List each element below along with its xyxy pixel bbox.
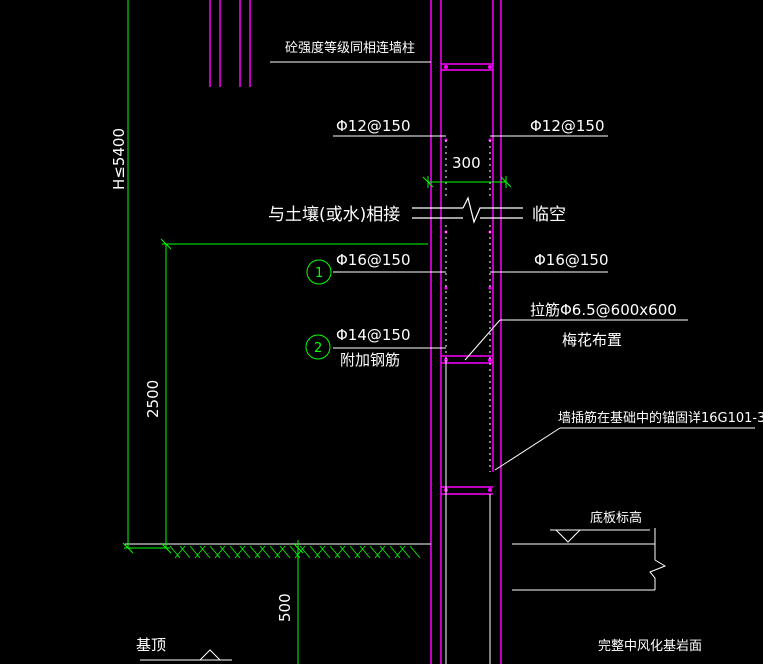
ground-hatch-pattern	[169, 545, 421, 559]
marker-circles	[305, 259, 332, 360]
slab-bottom-level: 底板标高	[590, 510, 642, 526]
dimension-lines	[122, 0, 512, 664]
leader-lines	[140, 61, 755, 661]
anchorage-note: 墙插筋在基础中的锚固详16G101-3	[558, 410, 763, 426]
bedrock-surface-label: 完整中风化基岩面	[598, 639, 702, 654]
foundation-top-label: 基顶	[136, 636, 166, 654]
bar-left-top-label: Φ12@150	[336, 117, 411, 135]
concrete-column-note: 砼强度等级同相连墙柱	[285, 40, 415, 56]
dim-2500: 2500	[144, 380, 162, 418]
bar-right-mid-label: Φ16@150	[534, 251, 609, 269]
break-line-symbol	[412, 196, 523, 224]
bar-left-mid-label: Φ16@150	[336, 251, 411, 269]
marker-2-label: 2	[314, 341, 322, 356]
bar-left-lower-label: Φ14@150	[336, 326, 411, 344]
soil-contact-note: 与土壤(或水)相接	[268, 204, 400, 225]
rebar-lines	[445, 140, 491, 664]
marker-1-label: 1	[315, 266, 323, 281]
quincunx-layout-note: 梅花布置	[562, 331, 622, 349]
bar-right-top-label: Φ12@150	[530, 117, 605, 135]
temporary-side-note: 临空	[532, 205, 566, 225]
wall-width-dimension: 300	[452, 154, 481, 172]
tie-bar-note: 拉筋Φ6.5@600x600	[530, 301, 677, 319]
height-dimension: H≤5400	[110, 128, 128, 190]
wall-outline	[209, 0, 502, 664]
dim-500: 500	[276, 593, 294, 622]
rebar-dots	[444, 65, 492, 492]
additional-bars-note: 附加钢筋	[340, 351, 400, 369]
